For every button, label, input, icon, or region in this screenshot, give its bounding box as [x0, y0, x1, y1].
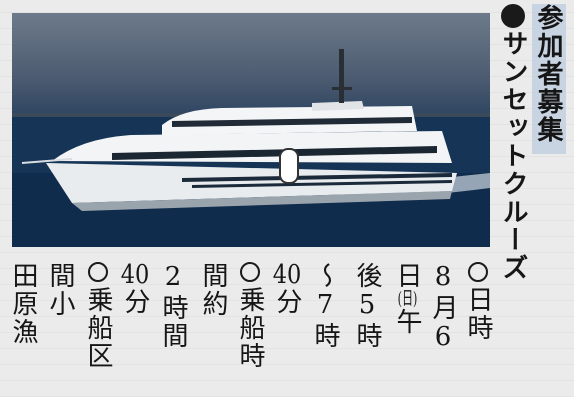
time-start: 後5時	[352, 262, 382, 350]
event-name: サンセットクルーズ	[498, 4, 528, 282]
section-label: 乗船区	[83, 262, 113, 370]
bullet-icon	[501, 4, 525, 28]
boarding-about: 間約	[198, 262, 228, 318]
circle-mark-icon	[468, 262, 488, 282]
section-value: 田原漁	[8, 262, 38, 346]
boarding-minutes: 40分	[120, 262, 150, 316]
time-end: 〜7時	[310, 262, 340, 350]
date-label: 日時	[463, 262, 493, 342]
ship-illustration	[12, 49, 490, 247]
time-end-minutes: 40分	[272, 262, 302, 316]
boarding-hours: 2時間	[158, 262, 188, 350]
circle-mark-icon	[240, 262, 260, 282]
date-day-weekday: 日(日)午	[392, 262, 422, 336]
title-highlight	[532, 4, 566, 154]
page-title: 参加者募集	[533, 4, 563, 144]
circle-mark-icon	[88, 262, 108, 282]
boarding-label: 乗船時	[235, 262, 265, 370]
section-label-end: 間小	[45, 262, 75, 318]
cruise-ship-photo	[12, 13, 490, 247]
date-value: 8月6	[428, 262, 458, 354]
